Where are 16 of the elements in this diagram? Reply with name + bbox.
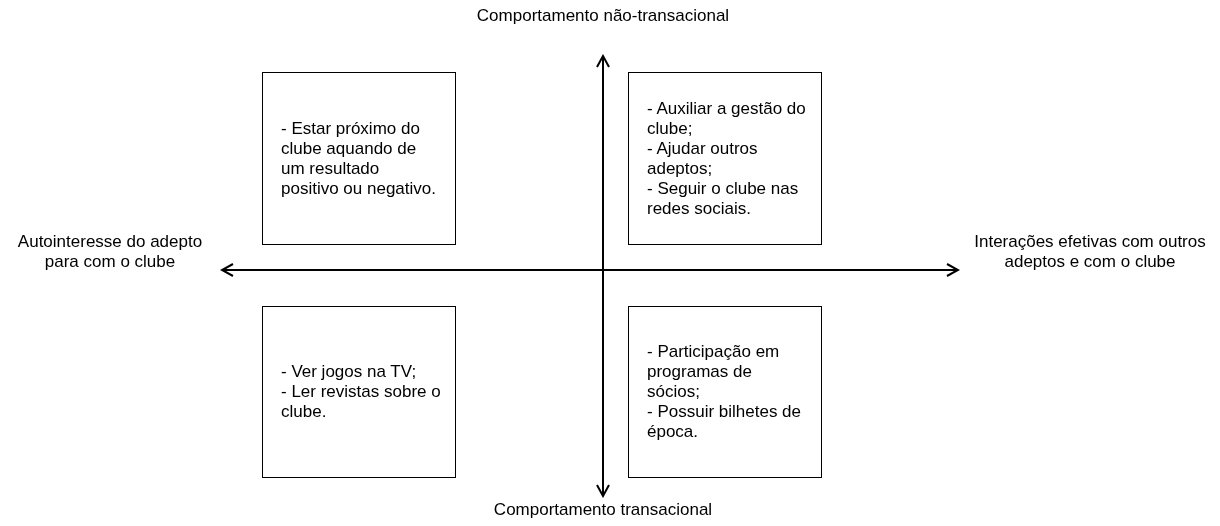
list-item: - Estar próximo do clube aquando de um resultado positivo ou negativo. — [281, 118, 437, 199]
axis-label: Interações efetivas com outros adeptos e com o clube — [973, 232, 1207, 272]
list-item: - Possuir bilhetes de época. — [647, 402, 803, 442]
axis-label: Autointeresse do adepto para com o clube — [16, 232, 204, 272]
list-item: - Ver jogos na TV; — [281, 362, 418, 382]
quadrant-box — [628, 306, 822, 478]
list-item: - Ler revistas sobre o clube. — [281, 382, 441, 422]
quadrant-box — [262, 306, 456, 478]
quadrant-box — [628, 72, 822, 245]
axis-label: Comportamento transacional — [492, 500, 714, 520]
list-item: - Auxiliar a gestão do clube; — [647, 98, 807, 139]
list-item: - Participação em programas de sócios; — [647, 342, 781, 402]
list-item: - Ajudar outros adeptos; — [647, 138, 759, 179]
quadrant-box — [262, 72, 456, 245]
list-item: - Seguir o clube nas redes sociais. — [647, 178, 800, 219]
axis-label: Comportamento não-transacional — [475, 6, 731, 26]
